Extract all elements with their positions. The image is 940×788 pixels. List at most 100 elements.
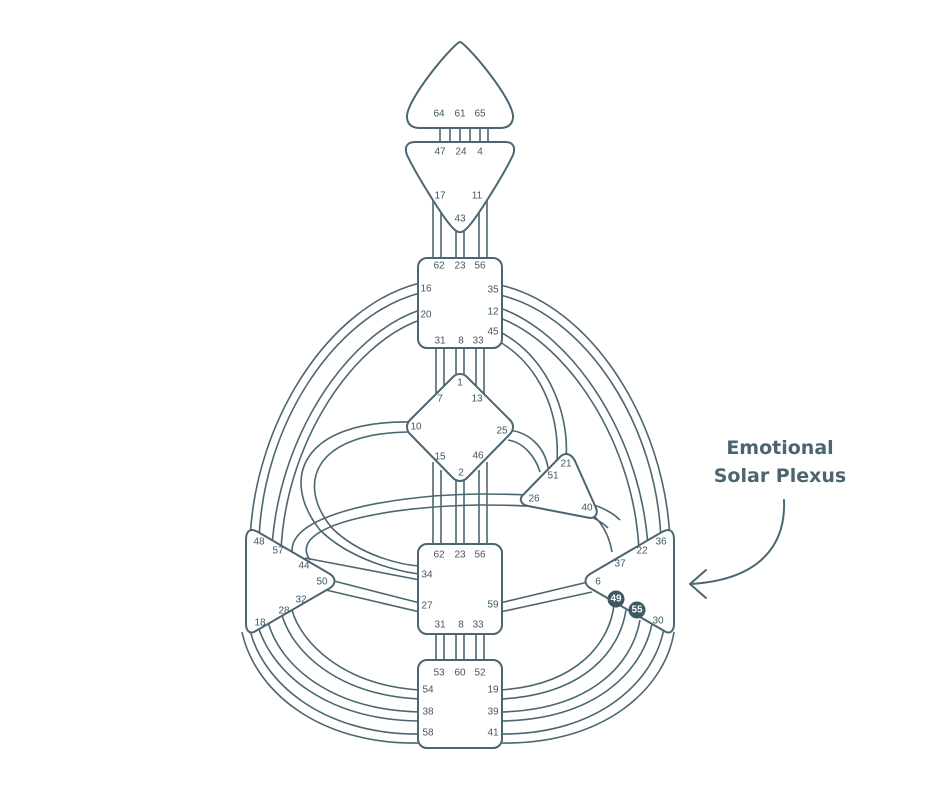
gate-label: 33 xyxy=(472,336,484,347)
gate-55-highlight xyxy=(628,601,646,619)
gate-label: 56 xyxy=(474,261,486,272)
channel-54-32-b xyxy=(281,614,421,700)
channel-19-49 xyxy=(499,604,615,691)
gate-label: 34 xyxy=(421,570,433,581)
gate-label: 6 xyxy=(595,577,601,588)
channel-58-18 xyxy=(249,629,421,735)
gate-label: 57 xyxy=(272,546,284,557)
gate-label: 45 xyxy=(487,327,499,338)
gate-label: 27 xyxy=(421,601,433,612)
gate-labels: 64 61 65 47 24 4 17 11 43 62 23 56 16 35… xyxy=(253,109,667,739)
channel-41-30-b xyxy=(499,631,675,744)
gate-label: 30 xyxy=(652,616,664,627)
channel-59-6-b xyxy=(499,591,593,613)
gate-49-highlight xyxy=(607,590,625,608)
gate-label: 61 xyxy=(454,109,466,120)
channel-45-21-b xyxy=(499,341,559,463)
channel-41-30 xyxy=(499,627,665,735)
root-center[interactable] xyxy=(417,659,503,749)
channel-50-27-a xyxy=(329,579,421,604)
g-center[interactable] xyxy=(406,373,514,482)
gate-label: 28 xyxy=(278,606,290,617)
gate-label: 65 xyxy=(474,109,486,120)
gate-label: 60 xyxy=(454,668,466,679)
gate-label: 31 xyxy=(434,620,446,631)
channel-20-57-b xyxy=(280,319,421,551)
gate-label: 8 xyxy=(458,336,464,347)
channel-59-6-a xyxy=(499,581,589,604)
gate-label: 62 xyxy=(433,550,445,561)
gate-label: 11 xyxy=(472,191,483,202)
channel-50-27-b xyxy=(325,589,421,613)
channel-20-57-a xyxy=(271,309,421,549)
channel-39-55-b xyxy=(499,623,653,722)
channel-10-34-b xyxy=(313,431,421,567)
gate-label: 47 xyxy=(434,147,446,158)
gate-label: 23 xyxy=(454,261,466,272)
gate-label-defined: 55 xyxy=(631,605,643,616)
gate-label: 10 xyxy=(410,422,422,433)
channel-35-36-a xyxy=(499,284,671,541)
channel-25-51-b xyxy=(507,439,541,473)
gate-label: 36 xyxy=(655,537,667,548)
gate-label: 13 xyxy=(471,394,483,405)
gate-label: 31 xyxy=(434,336,446,347)
gate-label: 35 xyxy=(487,285,499,296)
callout-label: Emotional Solar Plexus xyxy=(700,434,860,490)
gate-label: 46 xyxy=(472,451,484,462)
gate-label: 41 xyxy=(487,728,499,739)
gate-label: 53 xyxy=(433,668,445,679)
gate-label: 59 xyxy=(487,600,499,611)
gate-label: 38 xyxy=(422,707,434,718)
gate-label: 4 xyxy=(477,147,483,158)
sacral-center[interactable] xyxy=(417,543,503,635)
curved-arrow-left-icon xyxy=(689,499,786,599)
gate-label: 7 xyxy=(437,394,443,405)
gate-label: 2 xyxy=(458,468,464,479)
ego-center[interactable] xyxy=(519,453,598,519)
channel-54-32 xyxy=(291,609,421,691)
gate-label: 64 xyxy=(433,109,445,120)
gate-label: 51 xyxy=(547,471,559,482)
gate-label-defined: 49 xyxy=(610,594,622,605)
gate-label: 20 xyxy=(420,310,432,321)
channel-19-49-b xyxy=(499,609,627,700)
gate-label: 1 xyxy=(457,378,463,389)
channel-45-21-a xyxy=(499,331,568,461)
spleen-center[interactable] xyxy=(245,529,336,634)
gate-label: 50 xyxy=(316,577,328,588)
channel-10-34-a xyxy=(300,421,421,575)
head-center[interactable] xyxy=(405,41,515,129)
gate-label: 33 xyxy=(472,620,484,631)
gate-label: 37 xyxy=(614,559,626,570)
gate-label: 43 xyxy=(454,214,466,225)
channel-35-36-b xyxy=(499,294,662,543)
gate-label: 44 xyxy=(298,561,310,572)
gate-label: 40 xyxy=(581,503,593,514)
gate-label: 21 xyxy=(560,459,572,470)
gate-label: 26 xyxy=(528,494,540,505)
ajna-center[interactable] xyxy=(404,141,516,234)
callout-line-1: Emotional xyxy=(726,437,834,459)
gate-label: 16 xyxy=(420,284,432,295)
gate-label: 12 xyxy=(487,307,499,318)
gate-label: 54 xyxy=(422,685,434,696)
gate-label: 18 xyxy=(254,618,266,629)
centers xyxy=(245,41,675,749)
gate-label: 19 xyxy=(487,685,499,696)
gate-label: 24 xyxy=(455,147,467,158)
solar-plexus-center[interactable] xyxy=(584,529,675,634)
channel-38-28 xyxy=(267,621,421,713)
channel-12-22-b xyxy=(499,317,640,551)
gate-label: 25 xyxy=(496,426,508,437)
channel-25-51-a xyxy=(507,429,549,469)
channel-38-28-b xyxy=(257,625,421,722)
channel-39-55 xyxy=(499,619,641,713)
gate-label: 17 xyxy=(434,191,446,202)
channel-12-22-a xyxy=(499,307,649,549)
gate-label: 62 xyxy=(433,261,445,272)
throat-center[interactable] xyxy=(417,257,503,349)
gate-label: 8 xyxy=(458,620,464,631)
